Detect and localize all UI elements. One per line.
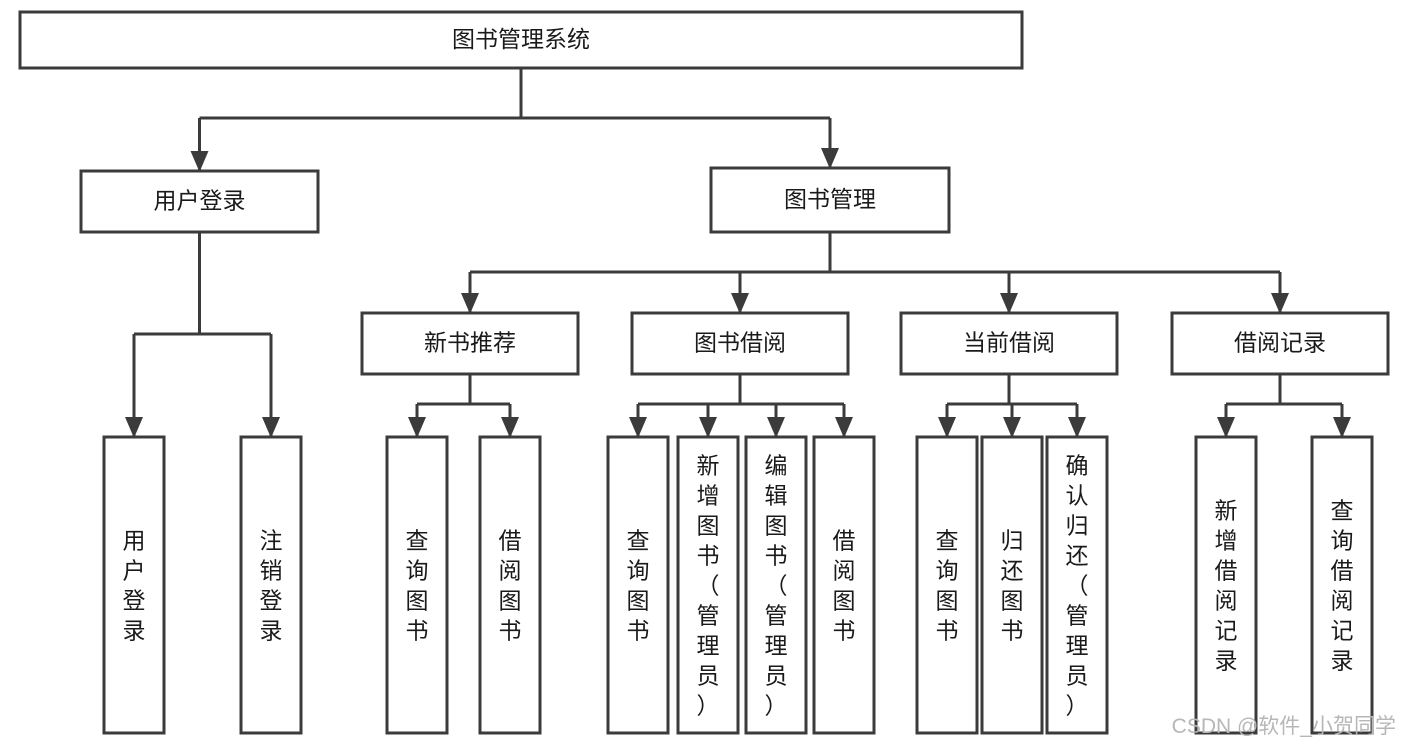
node-leaf-borrow-book-2-box xyxy=(812,435,876,735)
node-current-borrow-box xyxy=(899,311,1119,376)
node-book-manage-box xyxy=(709,166,951,234)
conn-root-arrow-1 xyxy=(821,148,839,169)
node-leaf-add-book-admin-box xyxy=(676,435,740,735)
node-leaf-add-borrow-record[interactable]: 新增借阅记录 xyxy=(1194,435,1258,735)
node-leaf-user-login-box xyxy=(102,435,166,735)
node-leaf-query-borrow-record[interactable]: 查询借阅记录 xyxy=(1310,435,1374,735)
node-leaf-query-book-3-box xyxy=(915,435,979,735)
node-leaf-add-book-admin-label: 新增图书（管理员） xyxy=(697,452,720,718)
node-leaf-add-borrow-record-box xyxy=(1194,435,1258,735)
node-leaf-borrow-book-1[interactable]: 借阅图书 xyxy=(478,435,542,735)
node-leaf-borrow-book-1-box xyxy=(478,435,542,735)
node-leaf-return-book-label: 归还图书 xyxy=(1001,527,1024,643)
conn-book-manage-arrow-0 xyxy=(461,293,479,314)
node-user-login[interactable]: 用户登录 xyxy=(79,169,320,234)
node-leaf-add-book-admin[interactable]: 新增图书（管理员） xyxy=(676,435,740,735)
conn-user-login-arrow-1 xyxy=(262,417,280,438)
node-leaf-add-borrow-record-label: 新增借阅记录 xyxy=(1215,497,1238,673)
conn-book-borrow-arrow-1 xyxy=(699,417,717,438)
connector-layer xyxy=(125,68,1351,438)
conn-user-login-arrow-0 xyxy=(125,417,143,438)
csdn-watermark: CSDN @软件_小贺同学 xyxy=(1172,715,1396,738)
node-leaf-query-book-1[interactable]: 查询图书 xyxy=(385,435,449,735)
node-leaf-edit-book-admin[interactable]: 编辑图书（管理员） xyxy=(744,435,808,735)
node-book-borrow-label: 图书借阅 xyxy=(694,330,786,356)
node-new-book-recommend[interactable]: 新书推荐 xyxy=(360,311,580,376)
node-leaf-query-book-2[interactable]: 查询图书 xyxy=(606,435,670,735)
node-leaf-confirm-return-admin[interactable]: 确认归还（管理员） xyxy=(1045,435,1109,735)
conn-borrow-record-arrow-1 xyxy=(1333,417,1351,438)
node-root[interactable]: 图书管理系统 xyxy=(18,10,1024,70)
conn-current-borrow-arrow-0 xyxy=(938,417,956,438)
node-current-borrow[interactable]: 当前借阅 xyxy=(899,311,1119,376)
node-leaf-confirm-return-admin-box xyxy=(1045,435,1109,735)
node-leaf-logout-login[interactable]: 注销登录 xyxy=(239,435,303,735)
node-leaf-borrow-book-2-label: 借阅图书 xyxy=(833,527,856,643)
node-leaf-query-book-2-label: 查询图书 xyxy=(627,527,650,643)
node-leaf-user-login-label: 用户登录 xyxy=(123,527,146,643)
node-book-borrow[interactable]: 图书借阅 xyxy=(630,311,850,376)
conn-borrow-record-arrow-0 xyxy=(1217,417,1235,438)
conn-book-borrow-arrow-0 xyxy=(629,417,647,438)
node-leaf-query-book-3-label: 查询图书 xyxy=(936,527,959,643)
node-new-book-recommend-box xyxy=(360,311,580,376)
conn-current-borrow-arrow-1 xyxy=(1003,417,1021,438)
node-leaf-user-login[interactable]: 用户登录 xyxy=(102,435,166,735)
node-leaf-return-book[interactable]: 归还图书 xyxy=(980,435,1044,735)
node-leaf-query-book-3[interactable]: 查询图书 xyxy=(915,435,979,735)
conn-root-arrow-0 xyxy=(190,151,209,172)
node-leaf-query-book-2-box xyxy=(606,435,670,735)
node-leaf-query-book-1-box xyxy=(385,435,449,735)
node-root-box xyxy=(18,10,1024,70)
node-leaf-edit-book-admin-label: 编辑图书（管理员） xyxy=(765,452,788,718)
node-leaf-return-book-box xyxy=(980,435,1044,735)
node-root-label: 图书管理系统 xyxy=(452,26,590,52)
node-leaf-logout-login-label: 注销登录 xyxy=(260,527,283,643)
node-leaf-confirm-return-admin-label: 确认归还（管理员） xyxy=(1066,452,1089,718)
node-leaf-query-borrow-record-label: 查询借阅记录 xyxy=(1331,497,1354,673)
node-borrow-record-box xyxy=(1170,311,1390,376)
node-leaf-borrow-book-1-label: 借阅图书 xyxy=(499,527,522,643)
node-layer: 图书管理系统用户登录图书管理新书推荐图书借阅当前借阅借阅记录用户登录注销登录查询… xyxy=(18,10,1390,735)
node-leaf-logout-login-box xyxy=(239,435,303,735)
node-book-manage[interactable]: 图书管理 xyxy=(709,166,951,234)
node-borrow-record-label: 借阅记录 xyxy=(1234,330,1326,356)
conn-book-manage-arrow-1 xyxy=(731,293,749,314)
node-book-manage-label: 图书管理 xyxy=(784,186,876,212)
conn-book-borrow-arrow-2 xyxy=(767,417,785,438)
node-current-borrow-label: 当前借阅 xyxy=(963,330,1055,356)
conn-current-borrow-arrow-2 xyxy=(1068,417,1086,438)
conn-book-borrow-arrow-3 xyxy=(835,417,853,438)
conn-book-manage-arrow-3 xyxy=(1271,293,1289,314)
node-leaf-query-borrow-record-box xyxy=(1310,435,1374,735)
node-book-borrow-box xyxy=(630,311,850,376)
node-leaf-query-book-1-label: 查询图书 xyxy=(406,527,429,643)
node-new-book-recommend-label: 新书推荐 xyxy=(424,330,516,356)
conn-new-book-arrow-1 xyxy=(501,417,519,438)
conn-new-book-arrow-0 xyxy=(408,417,426,438)
node-leaf-edit-book-admin-box xyxy=(744,435,808,735)
node-leaf-borrow-book-2[interactable]: 借阅图书 xyxy=(812,435,876,735)
conn-book-manage-arrow-2 xyxy=(1000,293,1018,314)
node-borrow-record[interactable]: 借阅记录 xyxy=(1170,311,1390,376)
node-user-login-label: 用户登录 xyxy=(154,188,246,214)
node-user-login-box xyxy=(79,169,320,234)
